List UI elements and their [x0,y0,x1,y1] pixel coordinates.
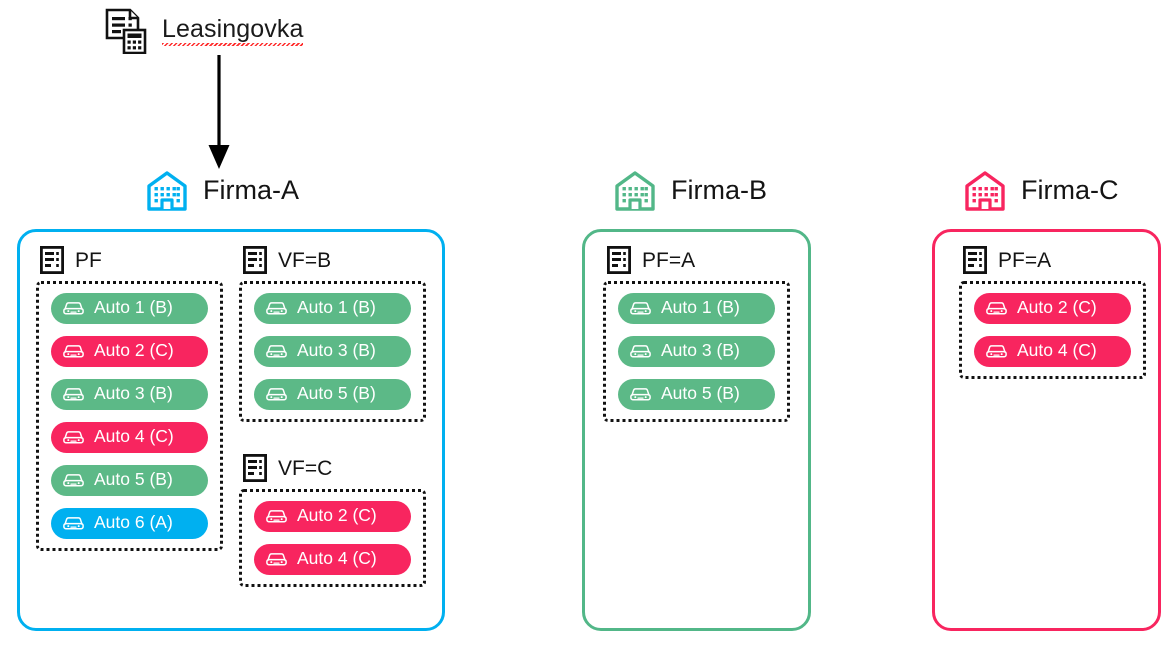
auto-label: Auto 3 (B) [297,340,376,361]
car-icon [62,343,85,359]
auto-label: Auto 2 (C) [94,340,174,361]
group-vf-c: VF=C Auto 2 (C) [239,454,426,587]
document-icon [963,246,987,274]
group-title: PF=A [642,248,696,272]
auto-pill[interactable]: Auto 3 (B) [618,336,775,367]
office-building-icon [613,168,657,212]
auto-pill[interactable]: Auto 4 (C) [254,544,411,575]
auto-label: Auto 1 (B) [297,297,376,318]
document-icon [243,246,267,274]
company-panel-firma-b: PF=A Auto 1 (B) [582,229,811,631]
auto-label: Auto 4 (C) [94,426,174,447]
group-pf: PF Auto 1 (B) [36,246,223,551]
auto-pill[interactable]: Auto 5 (B) [254,379,411,410]
car-icon [265,300,288,316]
company-panel-firma-a: PF Auto 1 (B) [17,229,445,631]
car-icon [629,386,652,402]
car-icon [62,515,85,531]
auto-label: Auto 1 (B) [94,297,173,318]
auto-list: Auto 1 (B) Auto 3 (B) [603,281,790,422]
auto-label: Auto 2 (C) [297,505,377,526]
auto-pill[interactable]: Auto 2 (C) [51,336,208,367]
auto-label: Auto 5 (B) [94,469,173,490]
auto-pill[interactable]: Auto 4 (C) [51,422,208,453]
car-icon [265,386,288,402]
auto-label: Auto 5 (B) [297,383,376,404]
auto-pill[interactable]: Auto 1 (B) [51,293,208,324]
document-calculator-icon [104,8,148,54]
office-building-icon [145,168,189,212]
group-title: VF=C [278,456,333,480]
group-header: PF [36,246,223,274]
auto-pill[interactable]: Auto 1 (B) [254,293,411,324]
down-arrow-icon [196,55,242,170]
car-icon [265,551,288,567]
auto-label: Auto 5 (B) [661,383,740,404]
company-name: Firma-B [671,174,767,205]
auto-label: Auto 3 (B) [661,340,740,361]
car-icon [265,343,288,359]
document-icon [40,246,64,274]
auto-pill[interactable]: Auto 6 (A) [51,508,208,539]
group-header: VF=B [239,246,426,274]
source-label: Leasingovka [162,15,304,47]
auto-pill[interactable]: Auto 3 (B) [254,336,411,367]
document-icon [607,246,631,274]
auto-list: Auto 1 (B) Auto 3 (B) [239,281,426,422]
group-header: PF=A [603,246,790,274]
company-name: Firma-C [1021,174,1119,205]
company-header-firma-b: Firma-B [613,168,767,212]
car-icon [62,386,85,402]
car-icon [985,343,1008,359]
auto-label: Auto 1 (B) [661,297,740,318]
group-title: VF=B [278,248,332,272]
group-title: PF=A [998,248,1052,272]
group-header: PF=A [959,246,1146,274]
auto-label: Auto 3 (B) [94,383,173,404]
company-header-firma-a: Firma-A [145,168,299,212]
auto-label: Auto 4 (C) [1017,340,1097,361]
company-header-firma-c: Firma-C [963,168,1118,212]
document-icon [243,454,267,482]
auto-pill[interactable]: Auto 2 (C) [254,501,411,532]
car-icon [62,429,85,445]
auto-pill[interactable]: Auto 4 (C) [974,336,1131,367]
company-panel-firma-c: PF=A Auto 2 (C) [932,229,1161,631]
auto-label: Auto 4 (C) [297,548,377,569]
auto-pill[interactable]: Auto 5 (B) [51,465,208,496]
group-pf-a: PF=A Auto 2 (C) [959,246,1146,379]
car-icon [62,472,85,488]
group-pf-a: PF=A Auto 1 (B) [603,246,790,422]
auto-list: Auto 2 (C) Auto 4 (C) [959,281,1146,379]
car-icon [62,300,85,316]
car-icon [265,508,288,524]
car-icon [629,300,652,316]
auto-list: Auto 1 (B) Auto 2 (C) [36,281,223,551]
source-node: Leasingovka [104,8,304,54]
auto-pill[interactable]: Auto 2 (C) [974,293,1131,324]
group-title: PF [75,248,102,272]
auto-pill[interactable]: Auto 1 (B) [618,293,775,324]
car-icon [629,343,652,359]
auto-label: Auto 2 (C) [1017,297,1097,318]
auto-label: Auto 6 (A) [94,512,173,533]
office-building-icon [963,168,1007,212]
group-header: VF=C [239,454,426,482]
auto-pill[interactable]: Auto 3 (B) [51,379,208,410]
auto-pill[interactable]: Auto 5 (B) [618,379,775,410]
group-vf-b: VF=B Auto 1 (B) [239,246,426,422]
company-name: Firma-A [203,174,299,205]
car-icon [985,300,1008,316]
auto-list: Auto 2 (C) Auto 4 (C) [239,489,426,587]
